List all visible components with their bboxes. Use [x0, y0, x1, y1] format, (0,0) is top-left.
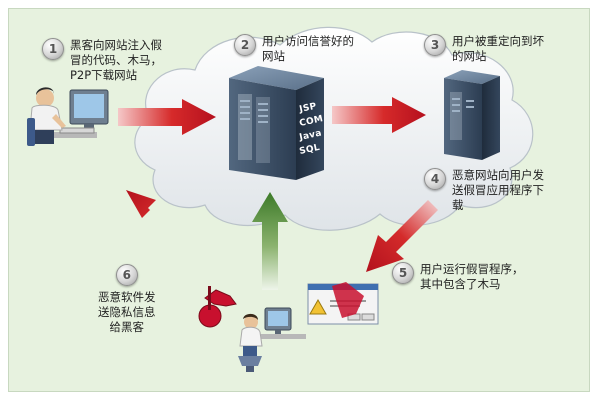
malicious-web-server	[444, 70, 500, 160]
reputable-web-server: JSP COM Java SQL	[229, 66, 324, 180]
arrow-leak-to-hacker	[126, 190, 186, 246]
step-text: 恶意网站向用户发 送假冒应用程序下 载	[452, 168, 544, 212]
step-2: 2 用户访问信誉好的 网站	[234, 34, 354, 64]
step-1: 1 黑客向网站注入假 冒的代码、木马， P2P下载网站	[42, 38, 162, 83]
step-5: 5 用户运行假冒程序， 其中包含了木马	[392, 262, 524, 292]
arrow-hacker-to-server	[118, 99, 216, 135]
arrow-fake-download	[366, 200, 438, 272]
tech-label-2: COM	[299, 114, 325, 129]
step-badge: 2	[234, 34, 256, 56]
victim-workstation	[238, 307, 306, 372]
arrow-server-to-bad-site	[332, 97, 426, 133]
arrow-user-visits-site	[252, 192, 288, 290]
trojan-horse-icon	[198, 286, 237, 328]
step-6: 6 恶意软件发 送隐私信息 给黑客	[98, 264, 156, 335]
tech-label-3: Java	[298, 128, 323, 143]
step-text: 黑客向网站注入假 冒的代码、木马， P2P下载网站	[70, 38, 162, 82]
step-badge: 3	[424, 34, 446, 56]
hacker-workstation	[27, 87, 109, 146]
step-4: 4 恶意网站向用户发 送假冒应用程序下 载	[424, 168, 544, 213]
step-text: 恶意软件发 送隐私信息 给黑客	[98, 290, 156, 334]
step-badge: 6	[115, 264, 138, 286]
step-3: 3 用户被重定向到坏 的网站	[424, 34, 544, 64]
tech-label-1: JSP	[298, 102, 318, 116]
fake-program-dialog	[307, 282, 379, 325]
step-text: 用户访问信誉好的 网站	[262, 34, 354, 63]
tech-label-4: SQL	[299, 143, 321, 157]
step-badge: 1	[42, 38, 64, 60]
step-badge: 4	[424, 168, 446, 190]
step-text: 用户运行假冒程序， 其中包含了木马	[420, 262, 524, 291]
step-text: 用户被重定向到坏 的网站	[452, 34, 544, 63]
step-badge: 5	[392, 262, 414, 284]
